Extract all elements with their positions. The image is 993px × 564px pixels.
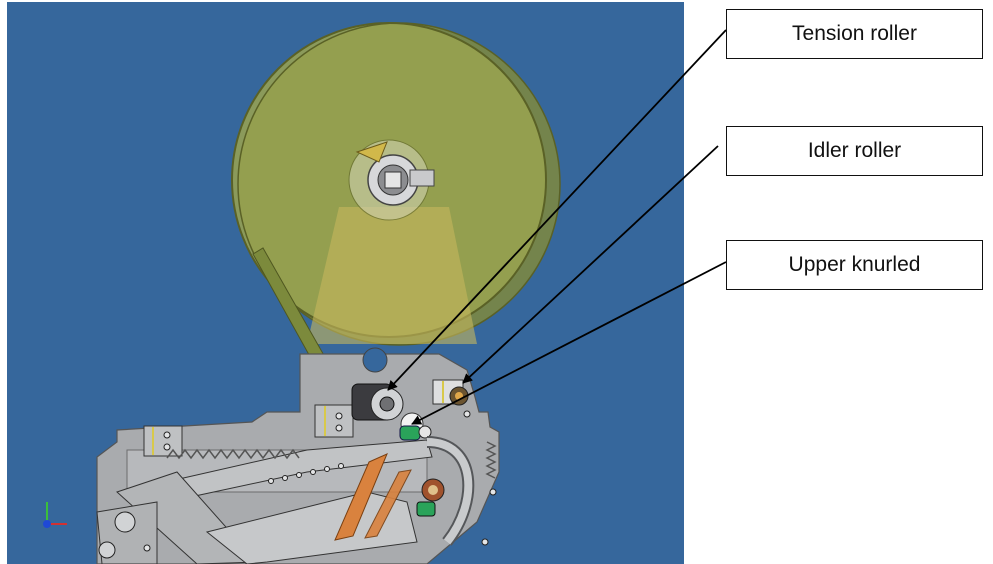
leader-upper-knurled — [411, 261, 727, 425]
callout-tension-roller: Tension roller — [726, 9, 983, 59]
tape-reel — [231, 22, 561, 346]
callout-label: Idler roller — [807, 139, 902, 162]
spring — [166, 441, 497, 479]
callout-label: Tension roller — [792, 22, 917, 45]
yellow-marked-blocks — [143, 379, 464, 457]
machine-render — [7, 2, 684, 564]
plate-hole — [362, 347, 388, 373]
lower-rollers — [98, 478, 445, 559]
axis-triad-icon — [43, 502, 67, 528]
leader-tension-roller — [387, 29, 727, 391]
screws — [143, 410, 497, 552]
leader-idler-roller — [462, 145, 719, 384]
tension-roller — [351, 383, 404, 421]
callout-label: Upper knurled — [788, 253, 921, 276]
cad-viewport — [7, 2, 684, 564]
reel-hub — [355, 141, 435, 206]
callout-idler-roller: Idler roller — [726, 126, 983, 176]
orange-bracket — [334, 453, 388, 541]
callout-upper-knurled: Upper knurled — [726, 240, 983, 290]
